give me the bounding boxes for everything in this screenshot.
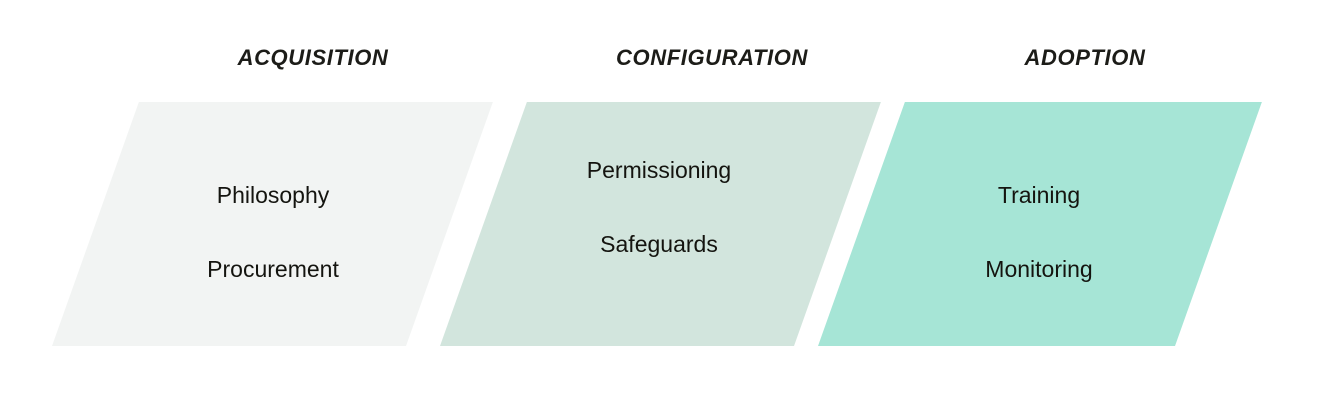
stage-item: Permissioning [586, 157, 732, 183]
stage-items-acquisition: Philosophy Procurement [207, 180, 339, 284]
stage-items-adoption: Training Monitoring [985, 180, 1092, 284]
stage-item: Safeguards [600, 231, 718, 257]
stage-items-configuration: Permissioning Safeguards [587, 155, 731, 259]
stage-item: Procurement [207, 256, 339, 282]
stage-item: Training [997, 182, 1081, 208]
stage-heading-acquisition: ACQUISITION [237, 45, 389, 70]
stage-heading-configuration: CONFIGURATION [616, 45, 808, 70]
stage-item: Monitoring [985, 256, 1093, 282]
stage-heading-adoption: ADOPTION [1024, 45, 1146, 70]
stage-item: Philosophy [216, 182, 330, 208]
